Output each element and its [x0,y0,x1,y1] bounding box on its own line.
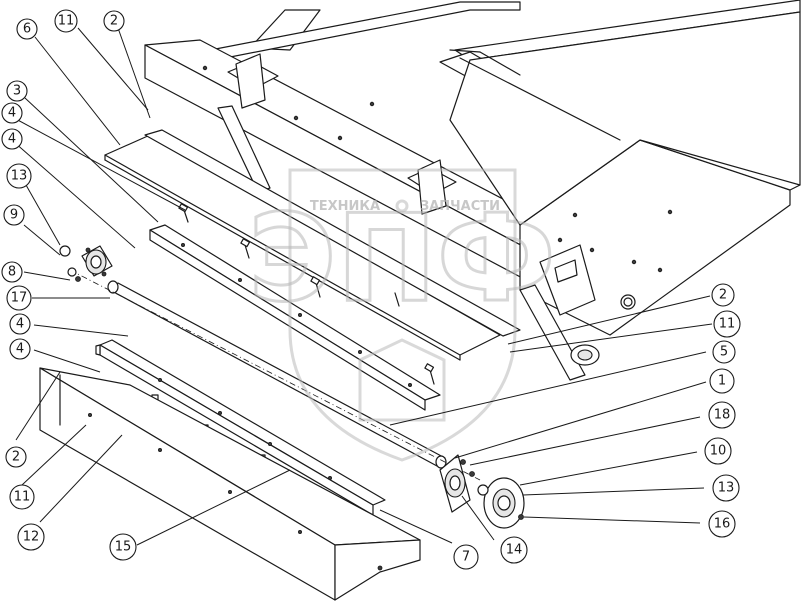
callout-label: 17 [11,291,28,306]
callout-label: 12 [23,530,40,545]
callout-label: 13 [11,169,28,184]
callout-4-second: 4 [1,128,23,150]
callout-label: 5 [720,345,728,360]
watermark-monogram: ЭПФ [248,190,556,329]
watermark: ТЕХНИКА ЗАПЧАСТИ ЭПФ [247,168,557,462]
callout-5: 5 [712,340,736,364]
callout-label: 4 [8,106,16,121]
callout-label: 13 [718,481,735,496]
callout-13-right: 13 [712,474,740,502]
callout-4-fourth: 4 [9,338,31,360]
callout-label: 16 [714,517,731,532]
callout-14: 14 [500,536,528,564]
callout-11-right: 11 [713,310,741,338]
callout-label: 18 [714,408,731,423]
callout-2-top: 2 [103,10,125,32]
callout-label: 11 [719,317,736,332]
right-bearing-pulley [439,454,525,529]
callout-label: 4 [16,342,24,357]
callout-label: 7 [462,550,470,565]
callout-18: 18 [708,401,736,429]
skid-plate-12 [39,367,421,601]
callout-label: 6 [23,22,31,37]
cover-sheet-6 [104,129,521,361]
callout-label: 15 [115,540,132,555]
callout-label: 3 [13,84,21,99]
callout-1: 1 [709,368,735,394]
callout-13-left: 13 [6,163,32,189]
callout-6-top: 6 [16,18,38,40]
callout-9: 9 [3,204,25,226]
callout-label: 9 [10,208,18,223]
callout-4-first: 4 [1,102,23,124]
callout-label: 2 [12,450,20,465]
left-bearing-housing [59,245,113,282]
callout-label: 4 [16,317,24,332]
callout-3: 3 [6,80,28,102]
callout-10: 10 [704,437,732,465]
callout-label: 2 [719,288,727,303]
callout-11-top: 11 [54,9,78,33]
callout-16: 16 [708,510,736,538]
bolts-row-mid [178,203,435,385]
callout-11-left: 11 [9,484,35,510]
callout-label: 1 [718,374,726,389]
callout-label: 11 [14,490,31,505]
callout-4-third: 4 [9,313,31,335]
callout-label: 8 [8,265,16,280]
callout-2-left: 2 [5,446,27,468]
callout-7: 7 [453,544,479,570]
callout-label: 4 [8,132,16,147]
callout-12: 12 [17,523,45,551]
callout-8: 8 [1,261,23,283]
callout-label: 14 [506,543,523,558]
watermark-word-right: ЗАПЧАСТИ [420,199,500,214]
leader-lines [13,27,713,546]
header-frame [144,0,801,381]
callout-17: 17 [6,285,32,311]
callout-label: 2 [110,14,118,29]
watermark-word-left: ТЕХНИКА [310,199,380,214]
callout-2-right: 2 [711,283,735,307]
callout-15: 15 [109,533,137,561]
callout-label: 11 [58,14,75,29]
callout-label: 10 [710,444,727,459]
